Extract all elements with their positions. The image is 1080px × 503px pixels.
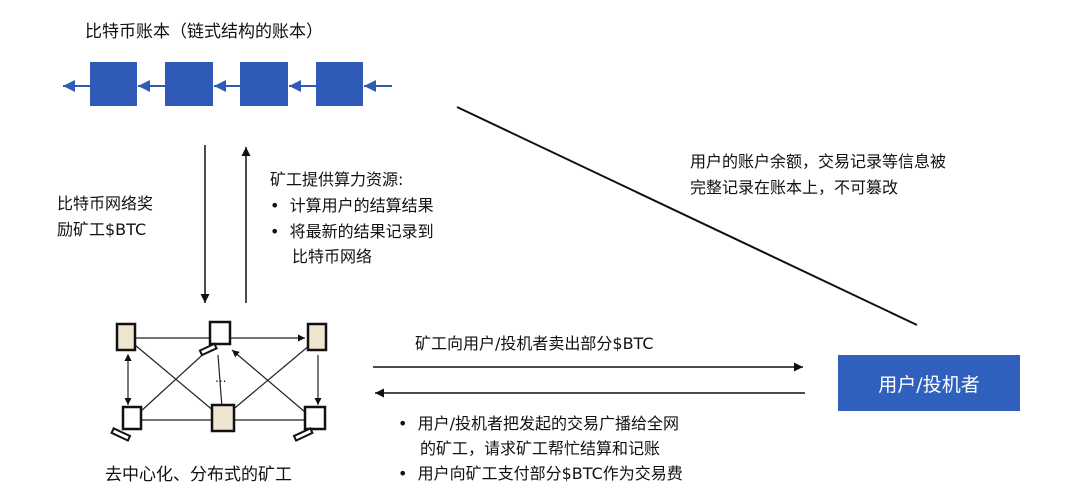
user-action-bullet-cont: 的矿工，请求矿工帮忙结算和记账 bbox=[420, 439, 661, 458]
reward-label-line1: 比特币网络奖 bbox=[57, 194, 154, 213]
network-ellipsis: ... bbox=[215, 371, 227, 385]
computer-icon bbox=[292, 405, 327, 442]
computer-icon bbox=[210, 403, 236, 433]
block bbox=[316, 62, 363, 106]
miner-network bbox=[124, 334, 322, 421]
computer-icon bbox=[198, 320, 232, 357]
block bbox=[165, 62, 213, 106]
ledger-title: 比特币账本（链式结构的账本） bbox=[85, 22, 323, 42]
block bbox=[240, 62, 288, 106]
computer-icon bbox=[110, 405, 143, 442]
network-label: 去中心化、分布式的矿工 bbox=[105, 465, 292, 485]
block bbox=[90, 62, 137, 106]
ledger-note-line1: 用户的账户余额，交易记录等信息被 bbox=[690, 152, 947, 171]
computer-icons bbox=[110, 320, 328, 442]
computer-icon bbox=[306, 322, 328, 352]
ledger-note-line2: 完整记录在账本上，不可篡改 bbox=[690, 178, 899, 197]
miner-provides-bullet-cont: 比特币网络 bbox=[292, 247, 373, 266]
miner-provides-heading: 矿工提供算力资源: bbox=[270, 170, 404, 189]
user-box: 用户/投机者 bbox=[838, 355, 1020, 411]
reward-label-line2: 励矿工$BTC bbox=[57, 220, 147, 239]
miner-provides-bullet: • 计算用户的结算结果 bbox=[270, 196, 434, 215]
miner-provides-bullet: • 将最新的结果记录到 bbox=[270, 222, 434, 241]
connector-line bbox=[456, 106, 918, 326]
user-action-bullet: • 用户/投机者把发起的交易广播给全网 bbox=[398, 414, 680, 433]
computer-icon bbox=[115, 322, 137, 352]
user-action-bullet: • 用户向矿工支付部分$BTC作为交易费 bbox=[398, 464, 683, 483]
sell-label: 矿工向用户/投机者卖出部分$BTC bbox=[415, 334, 654, 353]
